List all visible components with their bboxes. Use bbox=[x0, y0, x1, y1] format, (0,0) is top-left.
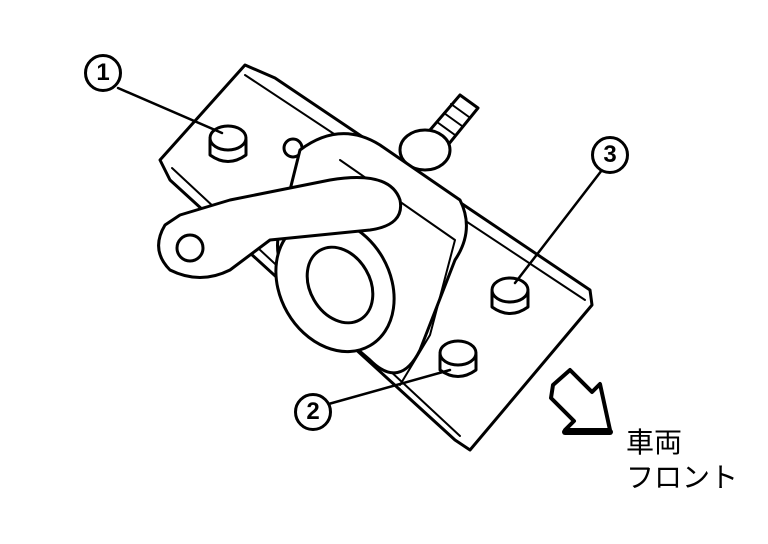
leader-line-3 bbox=[513, 168, 604, 285]
bolt-1 bbox=[208, 124, 248, 163]
callout-3: 3 bbox=[591, 136, 629, 174]
leader-line-2 bbox=[323, 368, 452, 407]
front-direction-arrow-icon bbox=[549, 368, 612, 432]
lever-arm bbox=[157, 176, 403, 279]
threaded-stud bbox=[398, 93, 480, 172]
bolt-3 bbox=[490, 276, 530, 315]
front-label: フロント bbox=[626, 461, 739, 494]
callout-1: 1 bbox=[84, 54, 122, 92]
leader-line-1 bbox=[116, 86, 224, 135]
vehicle-label: 車両 bbox=[626, 426, 683, 459]
callout-2: 2 bbox=[294, 393, 332, 431]
